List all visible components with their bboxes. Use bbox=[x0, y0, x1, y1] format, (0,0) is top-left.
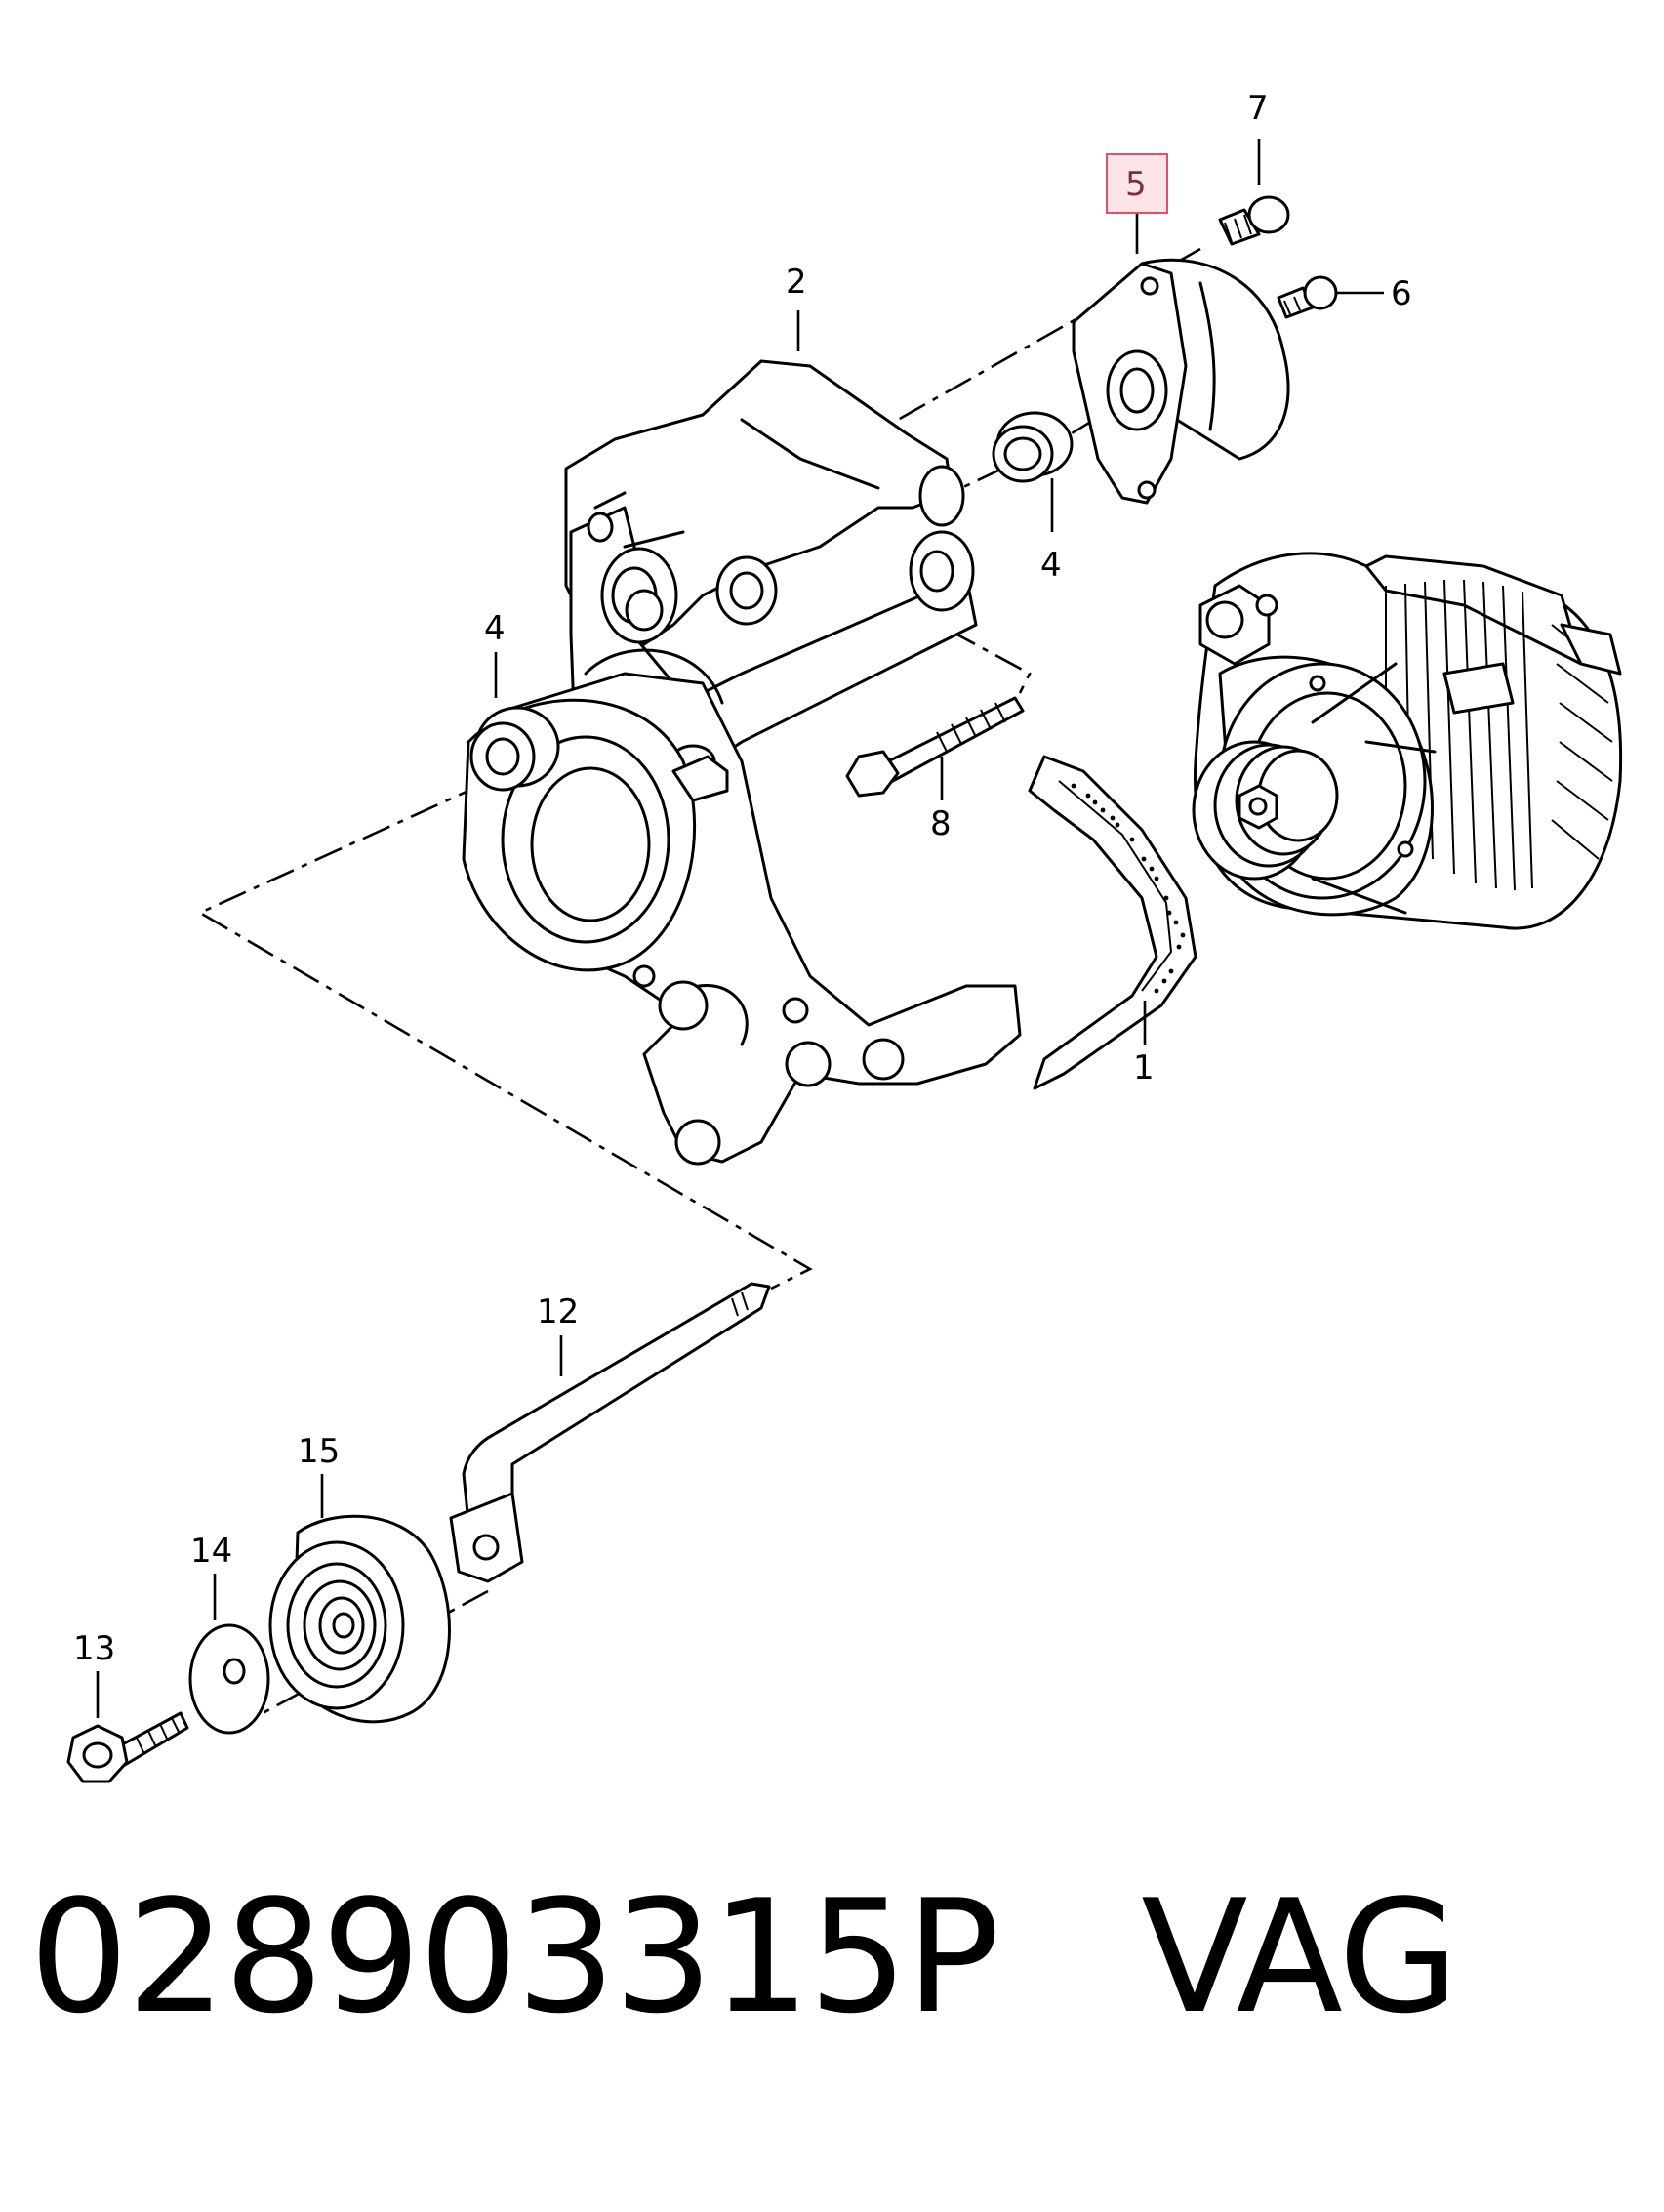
part-number: 028903315P bbox=[29, 1865, 1000, 2048]
leader-lines bbox=[96, 139, 1384, 1718]
callout-4-upper: 4 bbox=[1040, 546, 1062, 585]
bush-part-4-upper bbox=[992, 411, 1074, 483]
callout-15: 15 bbox=[298, 1432, 340, 1471]
callout-5: 5 bbox=[1125, 165, 1147, 204]
bush-part-4-lower bbox=[469, 706, 560, 792]
screw-part-7 bbox=[1218, 195, 1290, 246]
callouts: 2 5 7 6 4 4 8 1 12 15 14 13 bbox=[73, 89, 1412, 1668]
alternator bbox=[1192, 552, 1623, 930]
screw-part-6 bbox=[1277, 275, 1338, 319]
callout-8: 8 bbox=[930, 804, 952, 843]
roller-part-15 bbox=[268, 1514, 451, 1724]
tensioner-part-5 bbox=[1072, 258, 1290, 505]
part-number-caption: 028903315P VAG bbox=[29, 1879, 1459, 2035]
callout-7: 7 bbox=[1247, 89, 1269, 128]
washer-part-14 bbox=[188, 1623, 270, 1735]
bracket-part-2 bbox=[462, 359, 1022, 1166]
callout-1: 1 bbox=[1133, 1048, 1155, 1087]
brand-name: VAG bbox=[1141, 1865, 1459, 2048]
callout-12: 12 bbox=[537, 1292, 579, 1331]
callout-13: 13 bbox=[73, 1629, 115, 1668]
callout-6: 6 bbox=[1391, 274, 1412, 313]
callout-2: 2 bbox=[786, 263, 807, 302]
callout-4-lower: 4 bbox=[484, 609, 506, 648]
bolt-part-13 bbox=[66, 1711, 189, 1783]
ribbed-belt-part-1 bbox=[1028, 755, 1197, 1090]
bolt-part-8 bbox=[845, 696, 1025, 798]
arm-part-12 bbox=[449, 1282, 771, 1583]
callout-5-highlight bbox=[1106, 153, 1168, 214]
callout-14: 14 bbox=[190, 1532, 232, 1571]
